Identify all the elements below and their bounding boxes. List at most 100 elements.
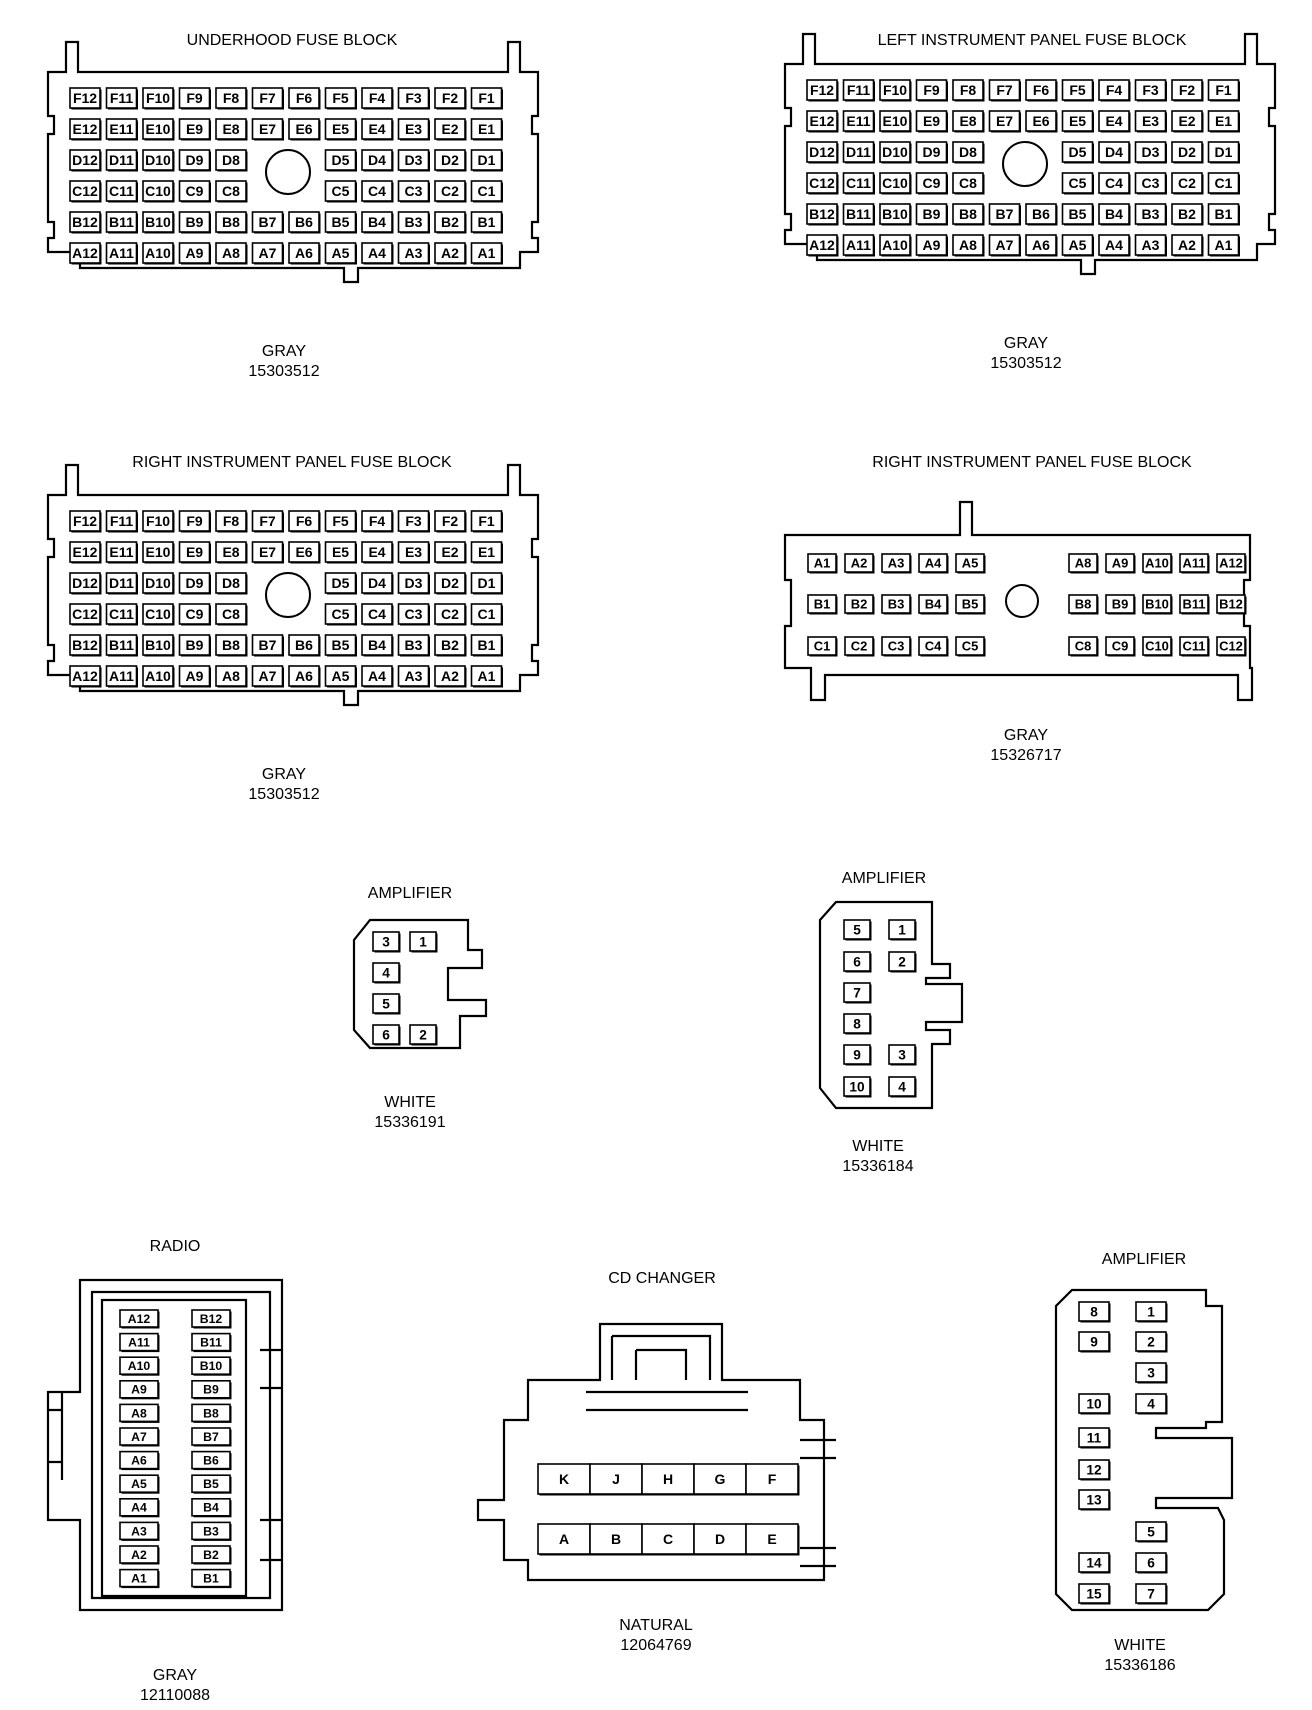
part-number: 15303512 [248,363,319,380]
pin-label: 1 [419,934,427,949]
pin-cavity: F7 [988,79,1021,102]
connector-title: RIGHT INSTRUMENT PANEL FUSE BLOCK [132,454,452,471]
pin-label: E2 [441,121,458,137]
pin-label: B3 [405,637,423,653]
pin-label: F6 [296,513,313,529]
pin-cavity: C10 [1142,636,1173,657]
pin-cavity: E3 [1134,110,1167,133]
pin-cavity: D3 [1134,141,1167,164]
pin-label: F4 [369,513,386,529]
pin-label: F3 [1142,82,1159,98]
pin-cavity: F10 [142,87,175,110]
pin-label: A11 [846,237,871,253]
pin-label: 6 [382,1027,390,1042]
pin-cavity: B11 [105,211,138,234]
pin-cavity: A6 [119,1450,160,1471]
pin-label: D4 [1105,144,1123,160]
pin-label: A8 [222,668,240,684]
pin-cavity: C12 [1216,636,1247,657]
pin-label: F9 [923,82,940,98]
pin-cavity: 12 [1078,1459,1111,1481]
pin-cavity: C4 [918,636,949,657]
pin-cavity: A1 [1207,234,1240,257]
pin-label: A11 [109,245,134,261]
pin-cavity: C1 [1207,172,1240,195]
pin-label: E8 [222,121,239,137]
pin-cavity: D12 [69,149,102,172]
pin-cavity: 6 [1135,1552,1168,1574]
pin-cavity: B10 [1142,594,1173,615]
pin-label: B12 [200,1312,223,1326]
pin-cavity: C2 [434,180,467,203]
pin-cavity: 10 [1078,1393,1111,1415]
pin-label: F11 [847,82,871,98]
pin-cavity: A11 [119,1332,160,1353]
pin-label: A2 [1178,237,1196,253]
pin-label: A12 [809,237,835,253]
pin-cavity: E11 [842,110,875,133]
pin-label: B6 [203,1454,219,1468]
pin-cavity: J [589,1463,644,1496]
pin-cavity: 8 [843,1013,872,1035]
pin-label: B5 [203,1477,219,1491]
pin-cavity: E5 [1061,110,1094,133]
pin-label: B8 [1075,597,1092,612]
pin-cavity: E3 [397,118,430,141]
pin-cavity: B3 [881,594,912,615]
pin-label: D1 [478,152,496,168]
pin-cavity: A4 [918,553,949,574]
pin-cavity: E9 [178,541,211,564]
pin-label: C4 [1105,175,1123,191]
pin-cavity: E1 [470,541,503,564]
pin-cavity: D2 [1171,141,1204,164]
pin-cavity: D1 [1207,141,1240,164]
pin-cavity: A10 [879,234,912,257]
pin-label: D9 [186,575,204,591]
pin-cavity: A12 [119,1309,160,1329]
pin-cavity: B2 [191,1545,232,1565]
pin-label: E1 [478,544,495,560]
pin-cavity: C9 [915,172,948,195]
pin-cavity: F6 [288,87,321,110]
pin-cavity: F12 [69,510,102,533]
pin-cavity: B12 [69,211,102,234]
connector-body-outline [46,1278,284,1612]
pin-cavity: F4 [361,87,394,110]
pin-label: F5 [332,513,349,529]
pin-label: F11 [110,90,134,106]
pin-cavity: 5 [1135,1521,1168,1543]
pin-label: D3 [405,575,423,591]
pin-label: 8 [1090,1304,1098,1319]
pin-label: E11 [846,113,870,129]
pin-cavity: 5 [843,919,872,941]
pin-label: B5 [962,597,979,612]
pin-label: A3 [405,668,423,684]
pin-label: E11 [109,121,133,137]
pin-label: D10 [145,152,171,168]
pin-label: A5 [1069,237,1087,253]
pin-cavity: B [589,1523,644,1556]
pin-cavity: 3 [1135,1362,1168,1384]
pin-cavity: C11 [1179,636,1210,657]
pin-cavity: 7 [1135,1583,1168,1605]
pin-cavity: E10 [142,118,175,141]
pin-cavity: A11 [105,665,138,688]
pin-cavity: F3 [397,510,430,533]
pin-label: B4 [368,637,386,653]
pin-label: D11 [109,152,134,168]
pin-cavity: B4 [361,211,394,234]
pin-label: B1 [478,214,496,230]
pin-cavity: B12 [1216,594,1247,615]
pin-cavity: 5 [372,993,401,1015]
pin-cavity: F1 [470,510,503,533]
pin-label: E9 [186,121,203,137]
part-number: 15303512 [248,786,319,803]
pin-cavity: F12 [806,79,839,102]
pin-cavity: B9 [1105,594,1136,615]
pin-cavity: E11 [105,118,138,141]
pin-label: B4 [368,214,386,230]
pin-cavity: 14 [1078,1552,1111,1574]
connector-color: GRAY [153,1667,197,1684]
